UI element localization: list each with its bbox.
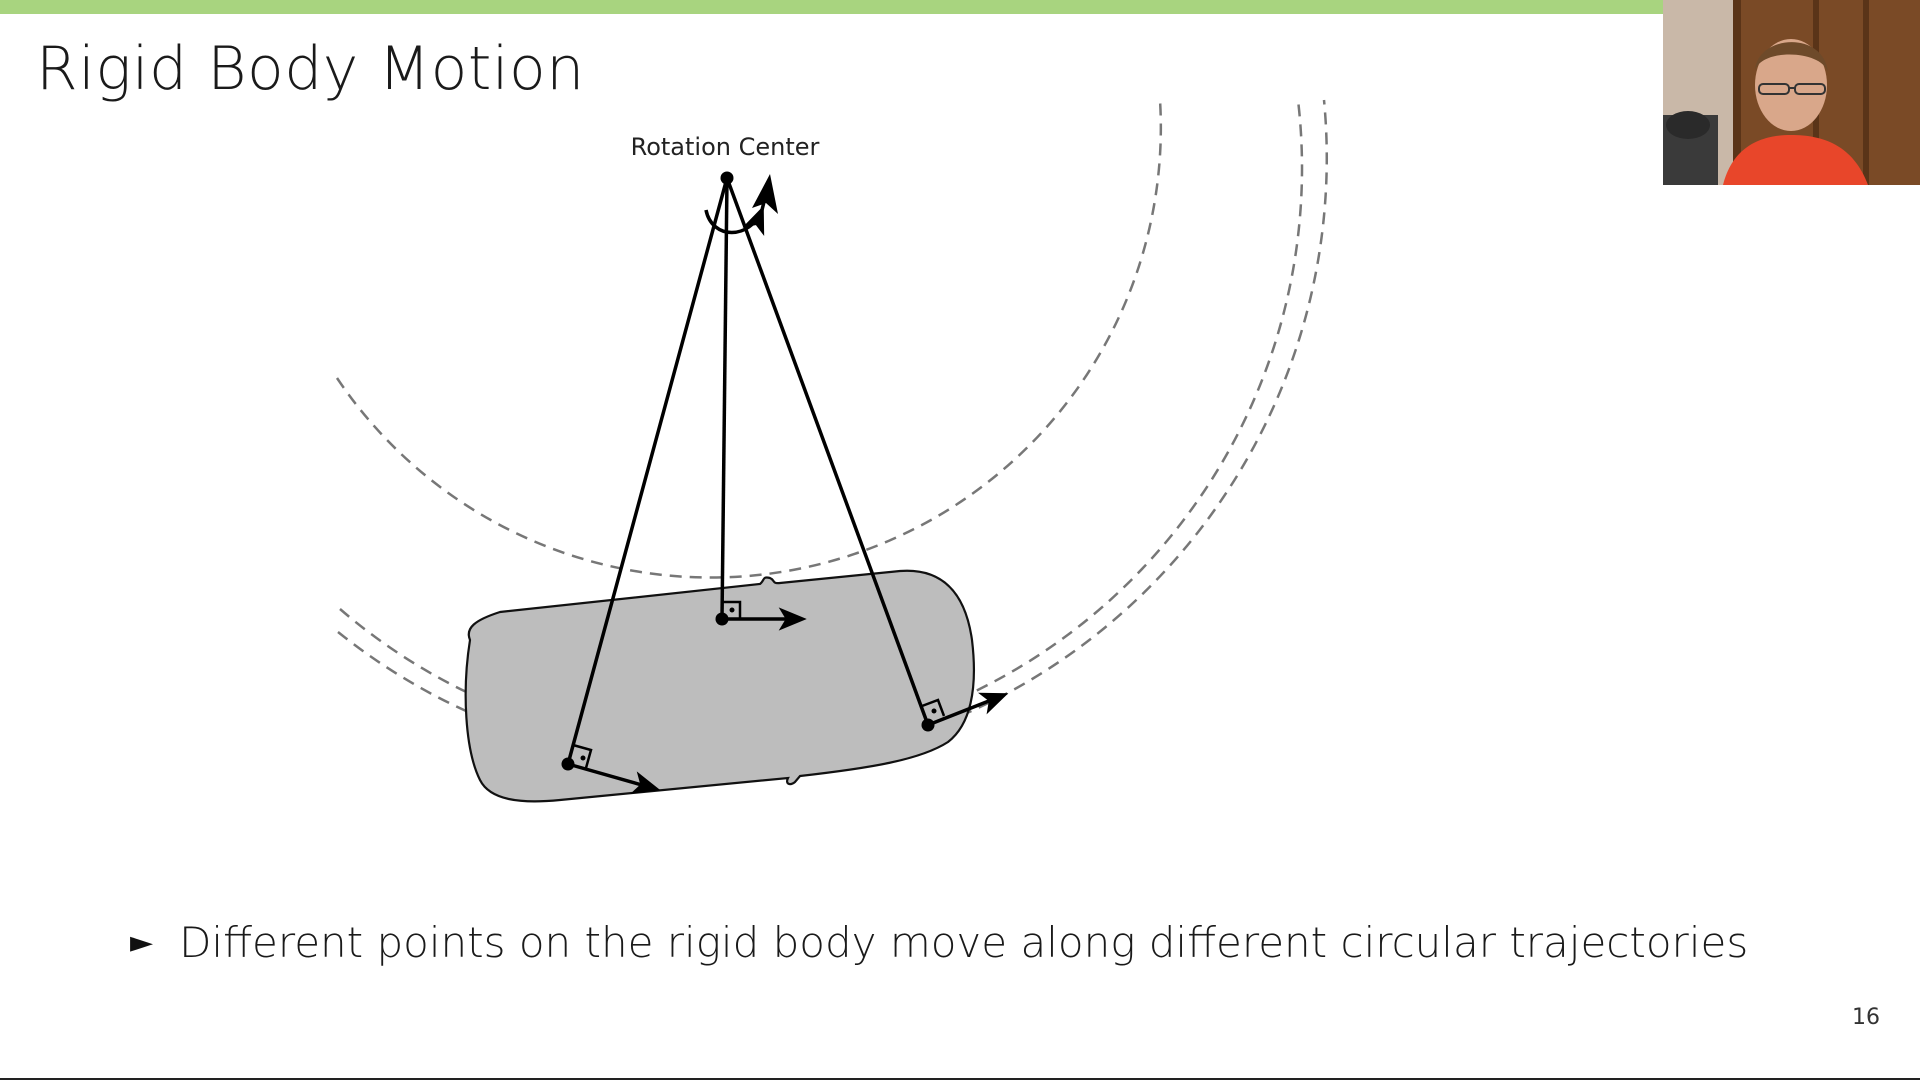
rotation-arrow-head xyxy=(752,174,778,214)
body-point-center xyxy=(715,612,729,626)
rotation-direction-arrow xyxy=(704,205,765,236)
top-accent-bar xyxy=(0,0,1920,14)
right-angle-dot-center xyxy=(729,607,735,613)
right-angle-marker-center xyxy=(722,600,742,619)
bullet-marker-icon: ► xyxy=(130,924,154,960)
slide-title: Rigid Body Motion xyxy=(36,34,585,104)
right-angle-dot-left xyxy=(580,755,586,761)
radius-line-right xyxy=(725,177,930,726)
rotation-center-point xyxy=(720,171,734,185)
body-point-right xyxy=(921,718,935,732)
body-point-left xyxy=(561,757,575,771)
presenter-webcam-feed xyxy=(1663,0,1920,185)
right-angle-marker-left xyxy=(572,743,593,769)
velocity-arrow-right xyxy=(927,692,1009,727)
bullet-item: ► Different points on the rigid body mov… xyxy=(130,918,1748,967)
rigid-body-car xyxy=(464,569,975,803)
page-number: 16 xyxy=(1852,1005,1880,1030)
trajectory-inner-arc xyxy=(335,99,1163,579)
right-angle-dot-right xyxy=(931,708,937,714)
radius-line-center xyxy=(720,177,729,620)
rotation-center-label: Rotation Center xyxy=(631,133,820,161)
right-angle-marker-right xyxy=(921,698,946,717)
bottom-border xyxy=(0,1078,1920,1080)
radius-line-left xyxy=(566,177,729,765)
velocity-arrow-left xyxy=(567,762,661,794)
presenter-webcam-image xyxy=(1663,0,1920,185)
bullet-text: Different points on the rigid body move … xyxy=(179,918,1749,967)
